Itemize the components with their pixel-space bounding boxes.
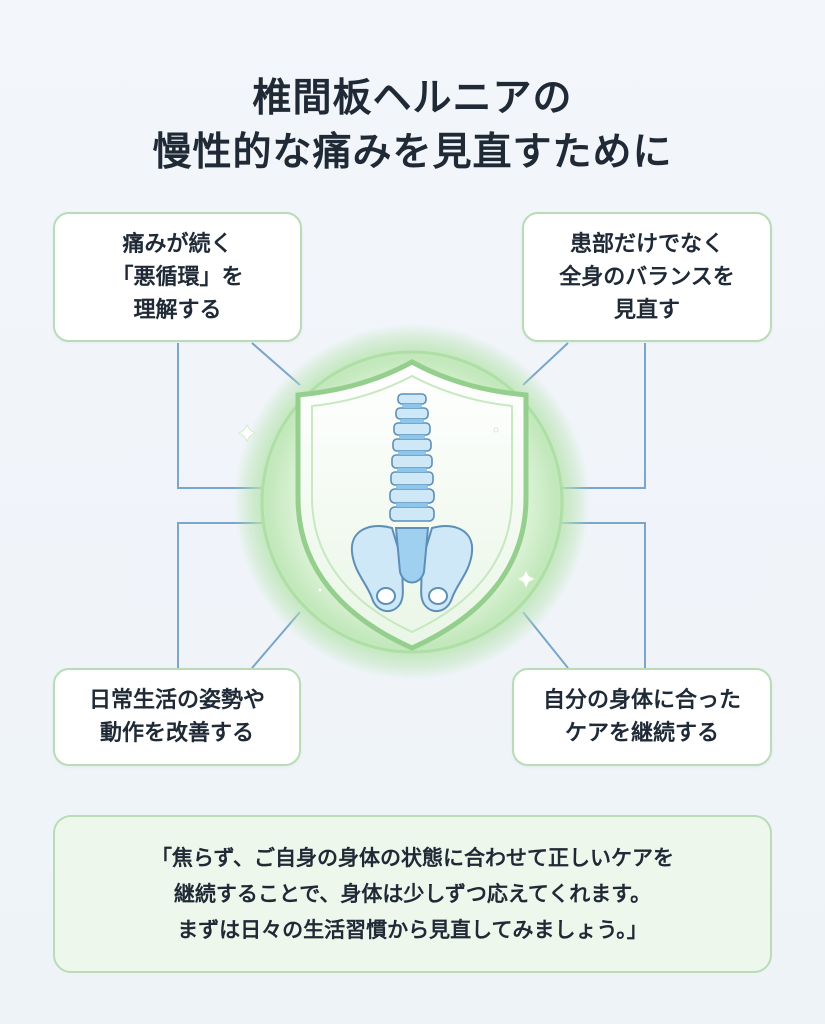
card-whole-body-balance: 患部だけでなく 全身のバランスを 見直す — [522, 212, 772, 342]
card-line: 動作を改善する — [99, 721, 254, 746]
spine-vertebrae — [389, 393, 435, 522]
card-line: ケアを継続する — [564, 721, 719, 746]
card-line: 痛みが続く — [122, 231, 233, 257]
sparkle-icon — [238, 424, 537, 593]
quote-line: 継続することで、身体は少しずつ応えてくれます。 — [173, 882, 652, 906]
quote-line: 「焦らず、ご自身の身体の状態に合わせて正しいケアを — [150, 846, 675, 870]
card-line: 患部だけでなく — [569, 231, 724, 257]
card-understand-vicious-cycle: 痛みが続く 「悪循環」を 理解する — [53, 212, 302, 342]
spine-discs — [396, 404, 428, 507]
card-line: 見直す — [613, 297, 680, 323]
quote-line: まずは日々の生活習慣から見直してみましょう。」 — [177, 918, 648, 942]
connector-bottom-left-elbow — [177, 522, 262, 668]
card-improve-posture: 日常生活の姿勢や 動作を改善する — [53, 668, 301, 766]
connector-top-left-elbow — [177, 343, 262, 489]
pelvis — [350, 525, 474, 613]
page-title: 椎間板ヘルニアの 慢性的な痛みを見直すために — [0, 72, 825, 180]
card-line: 全身のバランスを — [559, 264, 735, 290]
card-line: 理解する — [133, 297, 222, 323]
card-continue-care: 自分の身体に合った ケアを継続する — [512, 668, 772, 766]
quote-box: 「焦らず、ご自身の身体の状態に合わせて正しいケアを 継続することで、身体は少しず… — [53, 815, 772, 973]
glow-ring — [260, 350, 564, 654]
title-line-2: 慢性的な痛みを見直すために — [152, 130, 673, 175]
card-line: 日常生活の姿勢や — [88, 688, 265, 713]
card-line: 自分の身体に合った — [542, 688, 741, 713]
card-line: 「悪循環」を — [111, 264, 244, 290]
shield-inner-outline — [311, 374, 513, 634]
title-line-1: 椎間板ヘルニアの — [252, 76, 573, 121]
